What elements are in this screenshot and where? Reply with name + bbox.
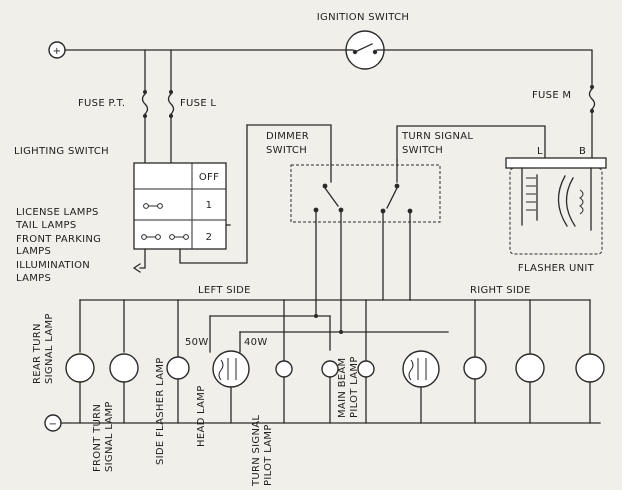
combination-switch-box [290,164,441,223]
lighting-switch: OFF 1 2 [133,162,227,250]
turn-signal-switch-label-1: TURN SIGNAL [401,131,473,142]
wattage-40w-label: 40W [244,337,268,348]
rear-turn-signal-lamp-right [575,353,605,383]
side-flasher-lamp-right [463,356,487,380]
pilot-lamp-right [357,360,375,378]
main-beam-label-1: MAIN BEAM [337,358,348,418]
fuse-m-label: FUSE M [532,90,571,101]
flasher-unit-label: FLASHER UNIT [518,263,595,274]
lighting-pos1-label: 1 [206,200,213,211]
lighting-pos2-label: 2 [206,232,213,243]
dimmer-switch-label-1: DIMMER [266,131,309,142]
turn-signal-pilot-lamp [275,360,293,378]
rear-turn-label-2: SIGNAL LAMP [44,313,55,384]
turn-pilot-label-2: PILOT LAMP [263,424,274,486]
right-side-label: RIGHT SIDE [470,285,531,296]
front-parking-label-2: LAMPS [16,246,51,257]
front-turn-label-2: SIGNAL LAMP [104,401,115,472]
plus-sign: + [53,46,62,57]
illumination-label-2: LAMPS [16,273,51,284]
fuse-l-label: FUSE L [180,98,216,109]
front-turn-signal-lamp [109,353,139,383]
license-lamps-label: LICENSE LAMPS [16,207,99,218]
side-flasher-label: SIDE FLASHER LAMP [155,357,166,465]
rear-turn-signal-lamp [65,353,95,383]
side-flasher-lamp [166,356,190,380]
head-lamp-left [212,350,250,388]
rear-turn-label-1: REAR TURN [32,323,43,384]
dimmer-switch-label-2: SWITCH [266,145,307,156]
dimmer-switch [246,124,344,213]
illumination-label-1: ILLUMINATION [16,260,90,271]
fuse-pt-label: FUSE P.T. [78,98,125,109]
head-lamp-label: HEAD LAMP [196,385,207,447]
wattage-50w-label: 50W [185,337,209,348]
turn-pilot-label-1: TURN SIGNAL [251,415,262,487]
negative-terminal: − [44,414,62,432]
flasher-b-terminal: B [579,146,586,157]
flasher-unit: L B [505,146,607,255]
fuse-m [588,85,596,113]
main-beam-label-2: PILOT LAMP [349,356,360,418]
lighting-off-label: OFF [199,172,219,183]
turn-signal-switch [380,159,413,214]
ignition-switch-label: IGNITION SWITCH [317,12,409,23]
positive-terminal: + [48,41,66,59]
lighting-switch-label: LIGHTING SWITCH [14,146,109,157]
tail-lamps-label: TAIL LAMPS [15,220,77,231]
main-beam-pilot-lamp [321,360,339,378]
front-turn-label-1: FRONT TURN [92,404,103,472]
flasher-l-terminal: L [537,146,543,157]
minus-sign: − [49,419,58,430]
turn-signal-switch-label-2: SWITCH [402,145,443,156]
head-lamp-right [402,350,440,388]
left-side-label: LEFT SIDE [198,285,251,296]
fuse-pt [141,90,149,118]
ignition-switch [345,30,385,70]
front-turn-signal-lamp-right [515,353,545,383]
front-parking-label-1: FRONT PARKING [16,234,101,245]
fuse-l [167,90,175,118]
